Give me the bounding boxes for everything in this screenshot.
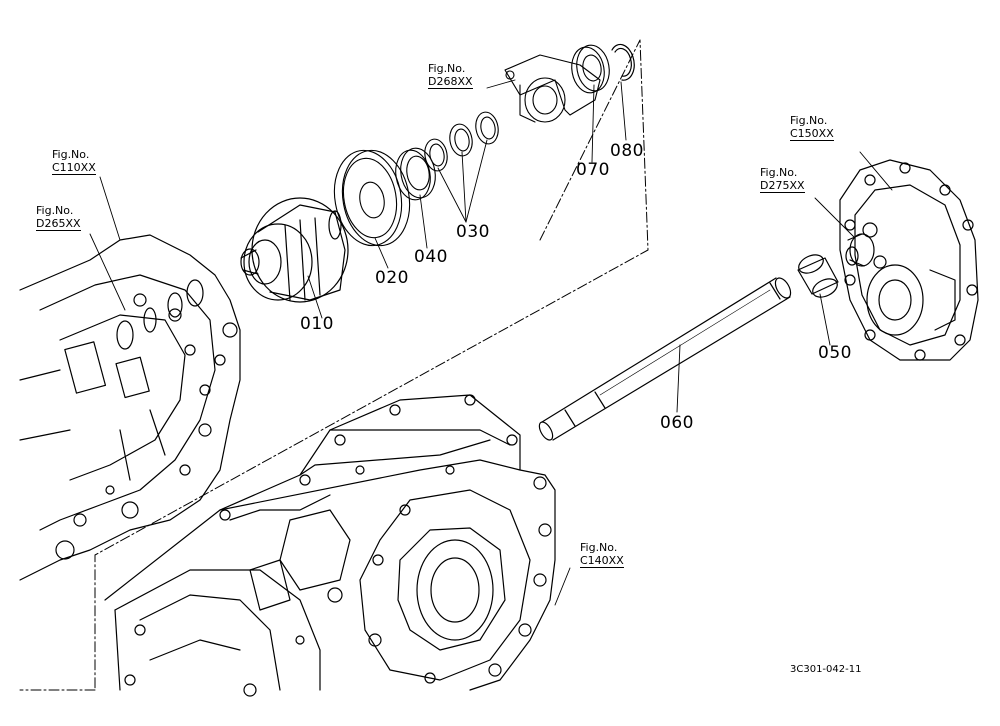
figure-ref-c110: Fig.No. C110XX [52, 148, 96, 175]
part-number-060: 060 [660, 413, 694, 433]
figure-ref-label: Fig.No. [428, 62, 466, 75]
figure-ref-c140: Fig.No. C140XX [580, 541, 624, 568]
part-040-bearing [395, 147, 436, 201]
part-number-080: 080 [610, 141, 644, 161]
part-010-assembly [240, 197, 349, 303]
right-cover-housing [839, 159, 979, 361]
figure-ref-label: Fig.No. [36, 204, 74, 217]
figure-ref-code: C110XX [52, 161, 96, 175]
figure-ref-c150: Fig.No. C150XX [790, 114, 834, 141]
figure-ref-d265: Fig.No. D265XX [36, 204, 81, 231]
figure-ref-d275: Fig.No. D275XX [760, 166, 805, 193]
part-number-040: 040 [414, 247, 448, 267]
part-number-020: 020 [375, 268, 409, 288]
figure-ref-label: Fig.No. [580, 541, 618, 554]
figure-ref-label: Fig.No. [790, 114, 828, 127]
part-020-disc [333, 149, 411, 247]
leader-lines [89, 79, 893, 606]
part-060-shaft [538, 277, 792, 441]
part-number-070: 070 [576, 160, 610, 180]
figure-ref-code: D268XX [428, 75, 473, 89]
part-080-snap-ring [611, 43, 635, 81]
left-transmission-case [19, 234, 241, 581]
bracket-d268 [504, 54, 601, 123]
part-070-bearing [571, 44, 610, 94]
part-number-050: 050 [818, 343, 852, 363]
part-number-010: 010 [300, 314, 334, 334]
figure-ref-code: D265XX [36, 217, 81, 231]
figure-ref-label: Fig.No. [760, 166, 798, 179]
part-050-collar [797, 254, 839, 298]
drawing-reference-number: 3C301-042-11 [790, 664, 862, 675]
figure-ref-code: D275XX [760, 179, 805, 193]
part-030-shims [424, 111, 499, 172]
assembly-boundary-lines [19, 39, 649, 691]
figure-ref-d268: Fig.No. D268XX [428, 62, 473, 89]
center-transmission-case [104, 394, 556, 697]
part-number-030: 030 [456, 222, 490, 242]
figure-ref-code: C140XX [580, 554, 624, 568]
figure-ref-code: C150XX [790, 127, 834, 141]
figure-ref-label: Fig.No. [52, 148, 90, 161]
